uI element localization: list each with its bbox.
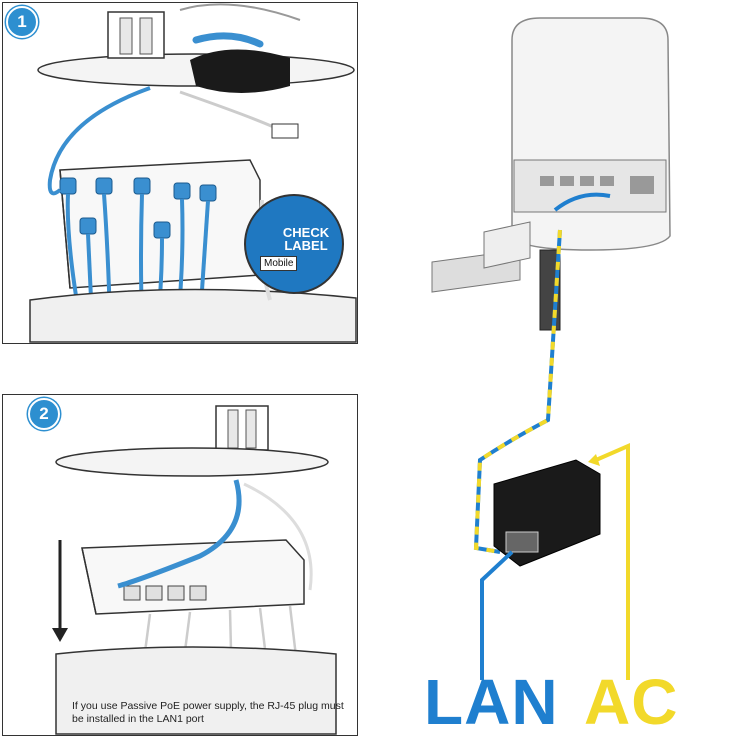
- mobile-cable-tag: Mobile: [260, 256, 298, 271]
- step-2-number: 2: [39, 404, 49, 423]
- panel-1-drawing: [29, 3, 357, 343]
- outdoor-router-drawing: [431, 17, 671, 680]
- ac-label: AC: [584, 666, 679, 738]
- panel-2-drawing: [52, 405, 337, 735]
- step-1-number: 1: [17, 12, 27, 31]
- check-label-callout: CHECK LABEL Mobile: [244, 194, 344, 294]
- check-label-text: CHECK LABEL: [282, 225, 330, 253]
- step-2-badge: 2: [28, 398, 60, 430]
- poe-note: If you use Passive PoE power supply, the…: [72, 700, 344, 725]
- step-1-badge: 1: [6, 6, 38, 38]
- lan-label: LAN: [424, 666, 559, 738]
